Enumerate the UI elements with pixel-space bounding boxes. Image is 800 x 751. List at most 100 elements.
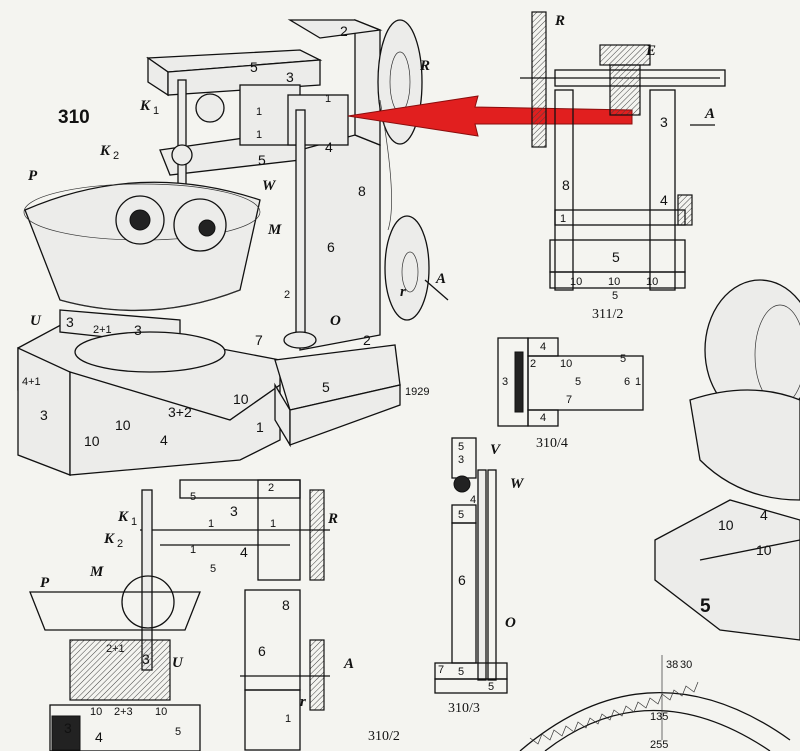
- label-M: M: [267, 222, 282, 238]
- part-number: 5: [612, 249, 620, 265]
- right-cropped-isometric: 10 4 10 5: [654, 279, 800, 641]
- bowl-P: [29, 591, 201, 631]
- part-number: 4+1: [22, 376, 41, 388]
- collar-O: [283, 331, 317, 349]
- millstone-left-hub: [129, 209, 151, 231]
- part-number: 4: [95, 729, 103, 745]
- column-6: [451, 522, 477, 664]
- label-K2: K: [99, 143, 111, 159]
- label-U: U: [172, 655, 184, 671]
- part-number: 1: [256, 106, 262, 118]
- part-number: 1: [285, 713, 291, 725]
- part-number: 10: [84, 433, 100, 449]
- part-number: 6: [624, 376, 630, 388]
- spindle-K: [177, 79, 187, 191]
- figure-310-2: K 1 K 2 R P M U A r 5 2 3 1 1 4 1 5 8 6 …: [29, 479, 400, 751]
- pulley-A: [384, 215, 430, 321]
- part-number: 1: [208, 518, 214, 530]
- top-arm: [179, 479, 301, 499]
- label-K1: K: [117, 509, 129, 525]
- part-number: 10: [646, 276, 658, 288]
- label-A: A: [435, 271, 446, 287]
- part-number: 5: [458, 509, 464, 521]
- column-top-side: [354, 19, 381, 146]
- part-number: 5: [620, 353, 626, 365]
- dimension-38: 38: [666, 659, 678, 671]
- part-number: 2: [530, 358, 536, 370]
- pulley-R-section: [309, 489, 325, 581]
- part-number: 3: [66, 314, 74, 330]
- base-blocks-right: [654, 499, 800, 641]
- part-number: 8: [562, 177, 570, 193]
- crank-handle: [424, 279, 449, 301]
- spindle-2: [487, 469, 497, 681]
- part-number: 7: [255, 332, 263, 348]
- label-R: R: [327, 511, 338, 527]
- label-R: R: [419, 58, 430, 74]
- label-K1: K: [139, 98, 151, 114]
- base-10: [549, 271, 686, 289]
- base: [49, 704, 201, 751]
- part-number: 5: [612, 290, 618, 302]
- part-number: 5: [322, 379, 330, 395]
- caption-310-2: 310/2: [368, 729, 400, 744]
- pulley-A-section: [309, 639, 325, 711]
- base-dark: [51, 715, 81, 751]
- part-number: 6: [327, 239, 335, 255]
- part-number: 4: [325, 139, 333, 155]
- bowl-bottom: [59, 289, 241, 311]
- label-M: M: [89, 564, 104, 580]
- figure-311-2: R E A 3 8 4 1 5 10 10 10 5 311/2: [520, 11, 726, 322]
- left-post: [554, 89, 574, 291]
- spindle: [477, 469, 487, 681]
- part-number: 2: [284, 289, 290, 301]
- part-number: 5: [190, 491, 196, 503]
- part-number: 5: [700, 596, 711, 617]
- base-right-front: [289, 384, 401, 446]
- label-R: R: [554, 13, 565, 29]
- pulley-A-section: [677, 194, 693, 226]
- part-number: 1: [190, 544, 196, 556]
- part-number: 1: [256, 419, 264, 435]
- caption-310-3: 310/3: [448, 701, 480, 716]
- part-number: 10: [570, 276, 582, 288]
- label-P: P: [40, 575, 50, 591]
- part-number: 3: [458, 454, 464, 466]
- part-number: 5: [258, 152, 266, 168]
- column-lower: [244, 689, 301, 751]
- part-number: 6: [458, 572, 466, 588]
- label-r: r: [300, 694, 306, 710]
- label-r: r: [400, 284, 406, 300]
- part-number: 6: [258, 643, 266, 659]
- part-number: 3: [142, 651, 150, 667]
- label-K2: K: [103, 531, 115, 547]
- spindle: [295, 109, 306, 346]
- part-number: 2+3: [114, 706, 133, 718]
- pulley-R-section: [531, 11, 547, 148]
- ring-U: [69, 639, 171, 701]
- signature: 1929: [405, 386, 429, 398]
- part-number: 4: [660, 192, 668, 208]
- shaft-section: [514, 351, 524, 413]
- part-number: 5: [458, 666, 464, 678]
- part-number: 10: [155, 706, 167, 718]
- dimension-135: 135: [650, 711, 668, 723]
- pulley-V: [453, 475, 471, 493]
- part-number: 3: [40, 407, 48, 423]
- ring-base: [74, 331, 226, 373]
- dimension-30: 30: [680, 659, 692, 671]
- label-U: U: [30, 313, 42, 329]
- part-number: 2: [268, 482, 274, 494]
- center-block: [527, 355, 644, 411]
- part-number: 10: [718, 517, 734, 533]
- caption-310-4: 310/4: [536, 436, 568, 451]
- part-number: 5: [250, 59, 258, 75]
- label-A: A: [343, 656, 354, 672]
- label-W: W: [510, 476, 525, 492]
- dimension-255: 255: [650, 739, 668, 751]
- part-number: 5: [575, 376, 581, 388]
- label-V: V: [490, 442, 502, 458]
- part-number: 3: [286, 69, 294, 85]
- part-number: 5: [210, 563, 216, 575]
- pulley-A-hub: [401, 251, 419, 293]
